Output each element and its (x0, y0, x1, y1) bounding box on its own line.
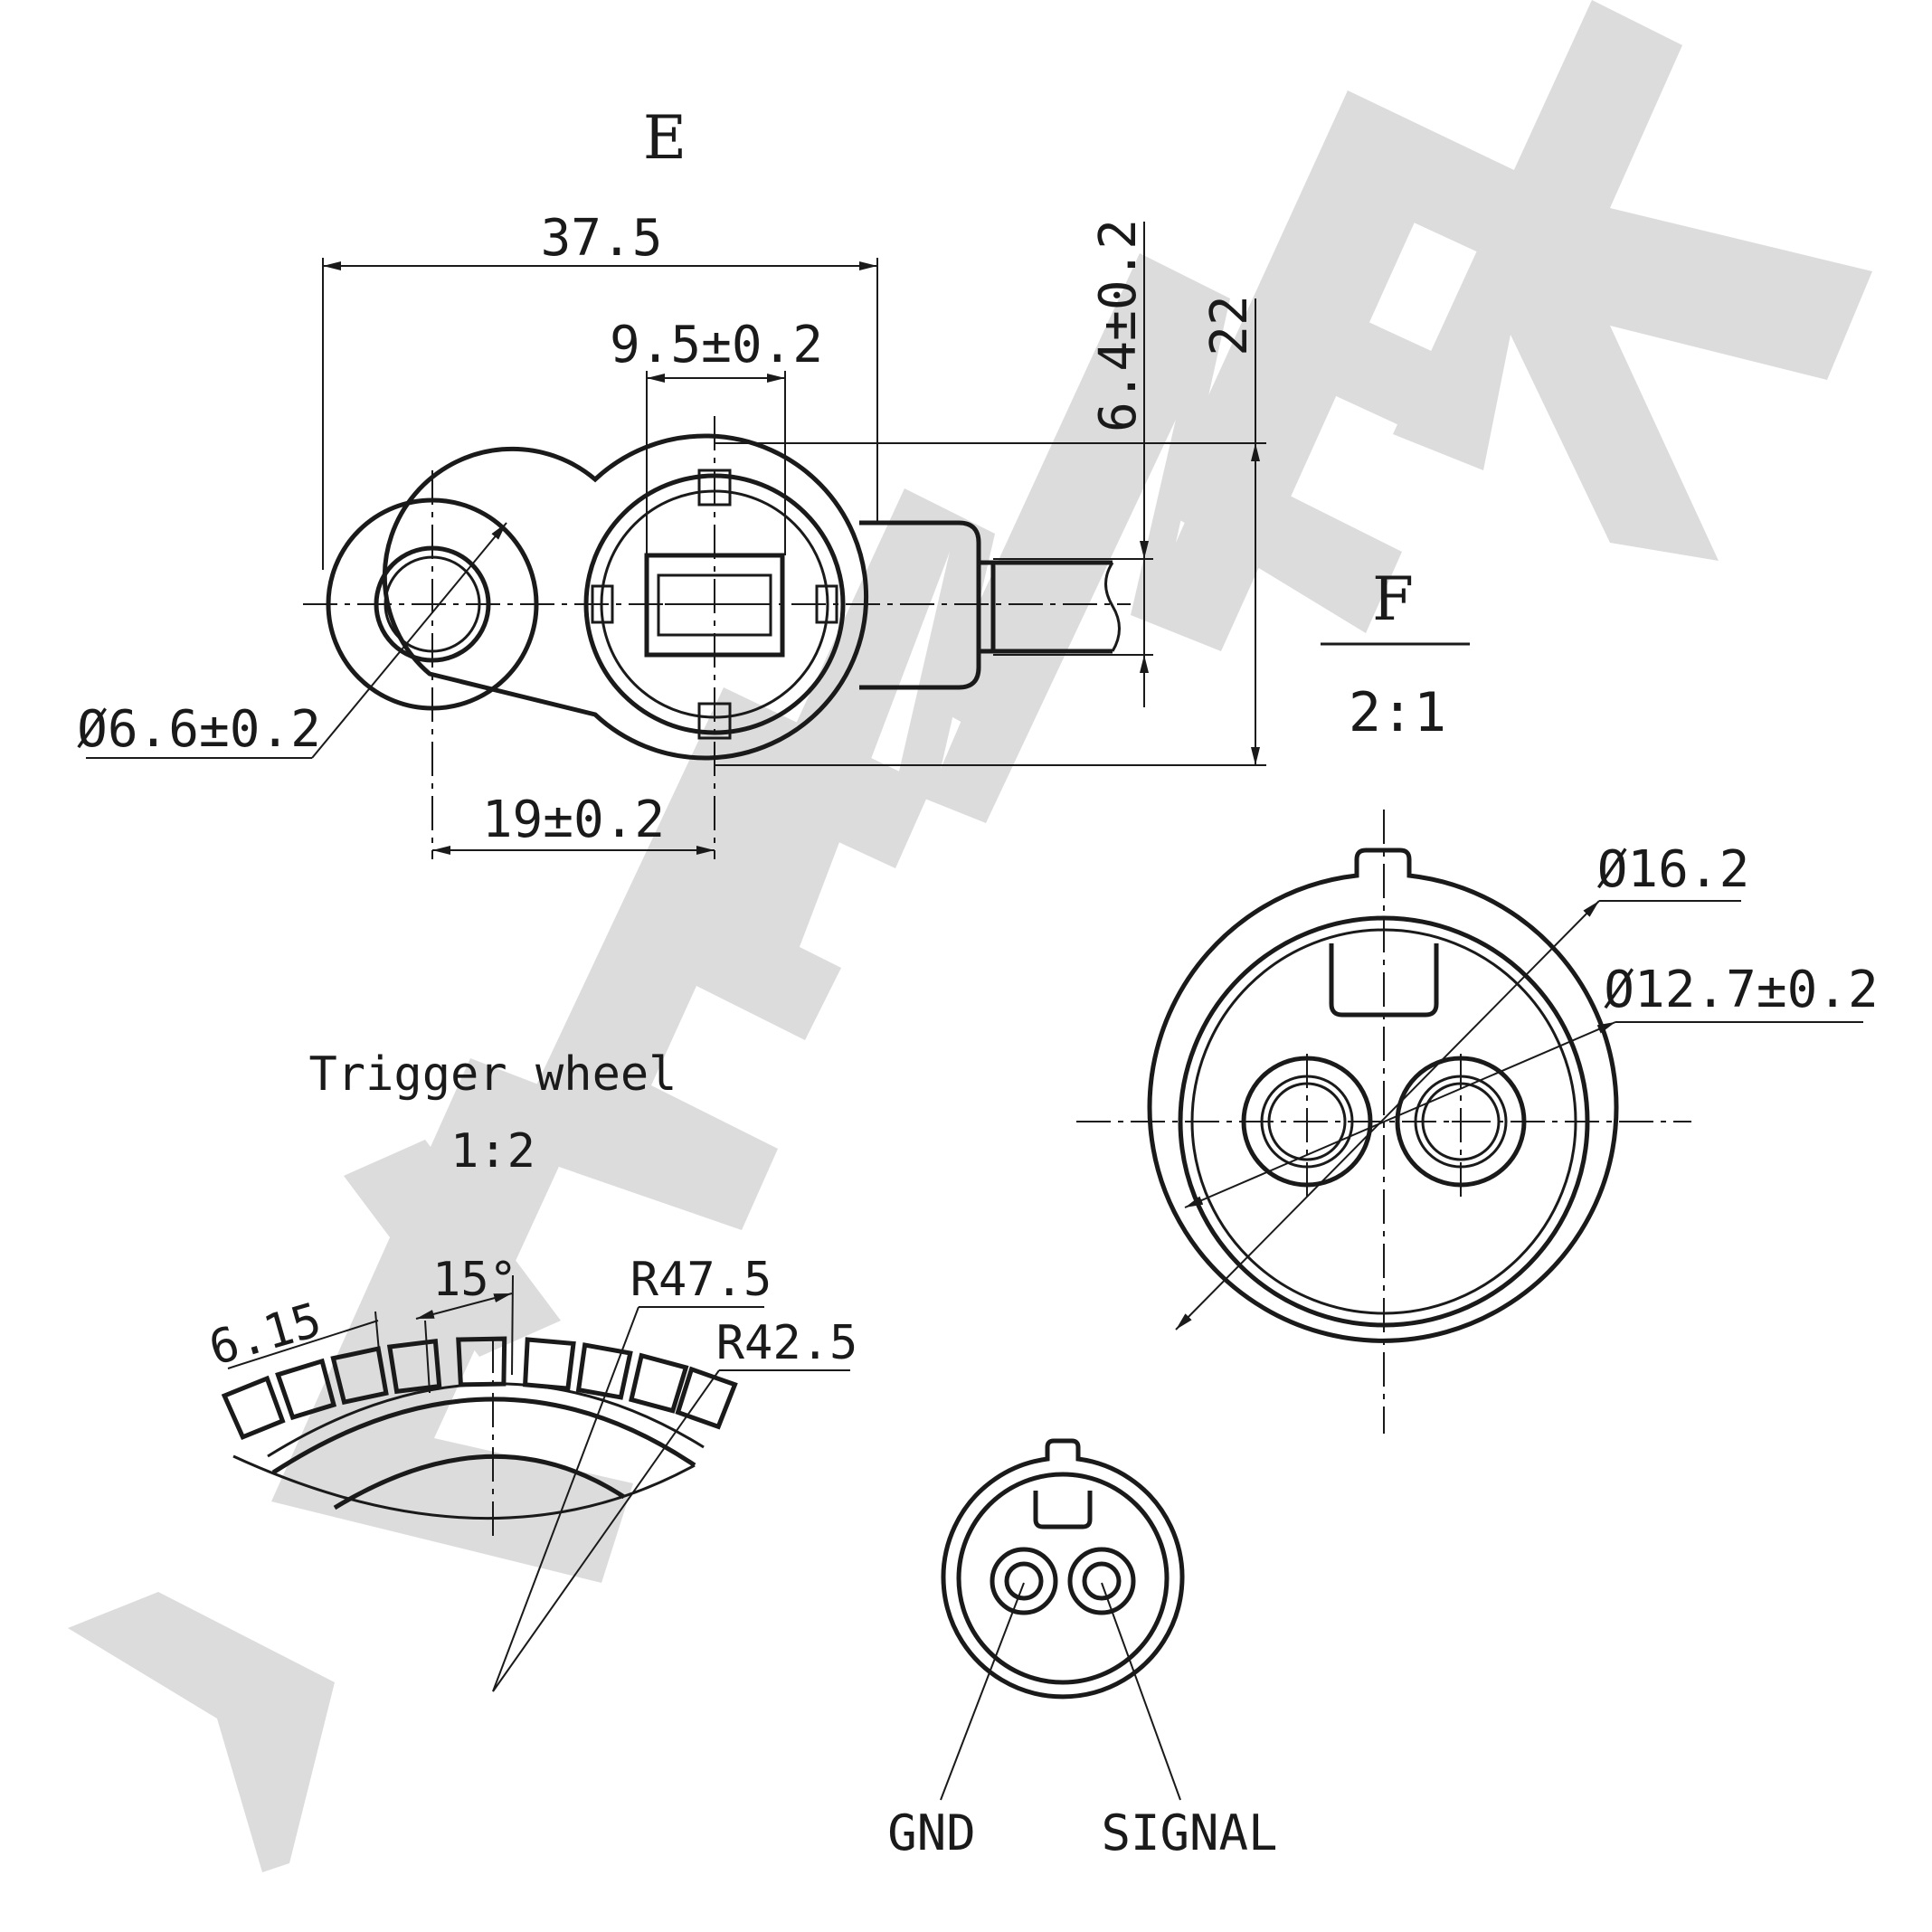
view-f-label: F (1372, 564, 1414, 634)
wheel-tooth (522, 1337, 576, 1391)
cable (979, 560, 1113, 654)
dim-angle: 15° (432, 1253, 517, 1307)
pin-signal-outer (1067, 1547, 1136, 1615)
wheel-tooth (629, 1352, 689, 1414)
dim-inner-dia: Ø12.7±0.2 (1604, 961, 1878, 1019)
dim-overall-length: 37.5 (541, 209, 663, 268)
dim-outer-radius: R47.5 (630, 1253, 772, 1307)
view-f-label-group: F 2:1 (1321, 564, 1470, 744)
pinout-ring (956, 1472, 1170, 1685)
connector-face-outer (1147, 848, 1619, 1343)
pin-signal-inner (1082, 1561, 1122, 1601)
dim-inner-radius: R42.5 (716, 1316, 858, 1370)
wheel-tooth (221, 1375, 286, 1441)
dim-hole-spacing: 19±0.2 (482, 791, 665, 849)
trigger-wheel-scale: 1:2 (450, 1124, 535, 1179)
wheel-tooth (386, 1339, 442, 1395)
dim-hole-dia: Ø6.6±0.2 (77, 700, 321, 759)
pinout-key (1033, 1491, 1093, 1530)
dim-outer-dia: Ø16.2 (1597, 840, 1750, 899)
dim-cable-dia: 6.4±0.2 (1089, 219, 1148, 432)
pin-gnd-outer (990, 1547, 1058, 1615)
trigger-wheel: Trigger wheel 1:2 15° 6.15 R47.5 R42.5 (204, 1047, 858, 1692)
trigger-wheel-title: Trigger wheel (309, 1047, 677, 1102)
pinout-outer (941, 1438, 1185, 1700)
wheel-inner-arc (333, 1454, 626, 1511)
sensor-body-outline (382, 433, 869, 761)
view-f: Ø16.2 Ø12.7±0.2 (1076, 810, 1879, 1434)
pinout-view: GND SIGNAL (887, 1438, 1278, 1861)
view-e-label: E (643, 103, 687, 173)
wheel-tooth (675, 1366, 738, 1430)
watermark-logo (68, 0, 1872, 1872)
wheel-tooth (275, 1358, 337, 1421)
view-e: E 37.5 9.5±0.2 (77, 103, 1266, 859)
view-f-scale: 2:1 (1349, 681, 1446, 744)
wheel-outer-arc (271, 1397, 696, 1475)
wheel-tooth (575, 1342, 633, 1400)
dim-overall-height: 22 (1200, 295, 1259, 355)
dim-connector-width: 9.5±0.2 (610, 316, 823, 374)
label-gnd: GND (887, 1804, 976, 1861)
label-signal: SIGNAL (1101, 1804, 1277, 1861)
pin-gnd-inner (1004, 1561, 1044, 1601)
